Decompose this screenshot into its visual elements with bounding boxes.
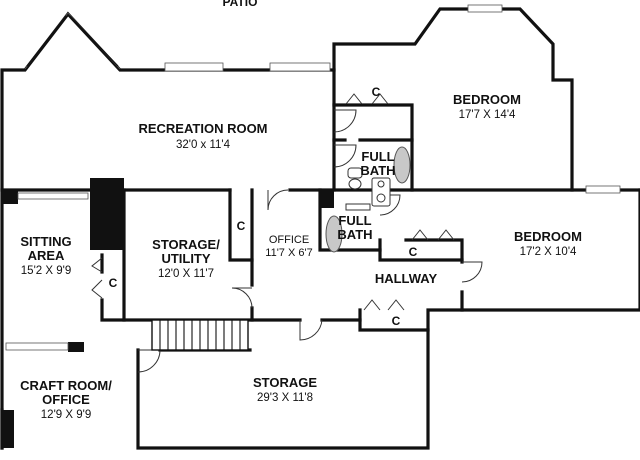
sitting-area-line2: AREA: [28, 248, 65, 263]
recreation-room-dims: 32'0 x 11'4: [176, 139, 231, 151]
sitting-area-line1: SITTING: [20, 234, 71, 249]
craft-room-line1: CRAFT ROOM/: [20, 378, 112, 393]
staircase: [151, 319, 249, 351]
office-dims: 11'7 X 6'7: [265, 247, 312, 259]
patio-label: PATIO: [223, 0, 258, 9]
closet-doors: [91, 93, 455, 311]
closet-label-upper: C: [372, 85, 381, 99]
storage-dims: 29'3 X 11'8: [257, 392, 313, 404]
bedroom-lower-name: BEDROOM: [514, 229, 582, 244]
bedroom-lower-dims: 17'2 X 10'4: [520, 246, 577, 258]
full-bath-lower-line1: FULL: [338, 213, 371, 228]
office-name: OFFICE: [269, 234, 309, 246]
storage-utility-dims: 12'0 X 11'7: [158, 268, 214, 280]
closet-label-hallway-lower: C: [392, 314, 401, 328]
bath-fixtures: [325, 146, 411, 253]
room-labels: RECREATION ROOM 32'0 x 11'4 BEDROOM 17'7…: [20, 92, 582, 421]
sitting-area-dims: 15'2 X 9'9: [21, 265, 71, 277]
full-bath-lower-line2: BATH: [337, 227, 372, 242]
craft-room-line2: OFFICE: [42, 392, 90, 407]
craft-room-dims: 12'9 X 9'9: [41, 409, 91, 421]
closet-label-sitting: C: [109, 276, 118, 290]
closet-labels: C C C C C: [109, 85, 418, 328]
hallway-name: HALLWAY: [375, 271, 438, 286]
solid-blocks: [2, 178, 334, 448]
storage-utility-line1: STORAGE/: [152, 237, 220, 252]
bedroom-upper-name: BEDROOM: [453, 92, 521, 107]
windows: [5, 4, 621, 351]
storage-name: STORAGE: [253, 375, 317, 390]
full-bath-upper-line1: FULL: [361, 149, 394, 164]
bedroom-upper-dims: 17'7 X 14'4: [459, 109, 516, 121]
recreation-room-name: RECREATION ROOM: [138, 121, 267, 136]
storage-utility-line2: UTILITY: [161, 251, 210, 266]
full-bath-upper-line2: BATH: [360, 163, 395, 178]
doors: [137, 109, 483, 373]
closet-label-hallway-upper: C: [409, 245, 418, 259]
closet-label-office: C: [237, 219, 246, 233]
